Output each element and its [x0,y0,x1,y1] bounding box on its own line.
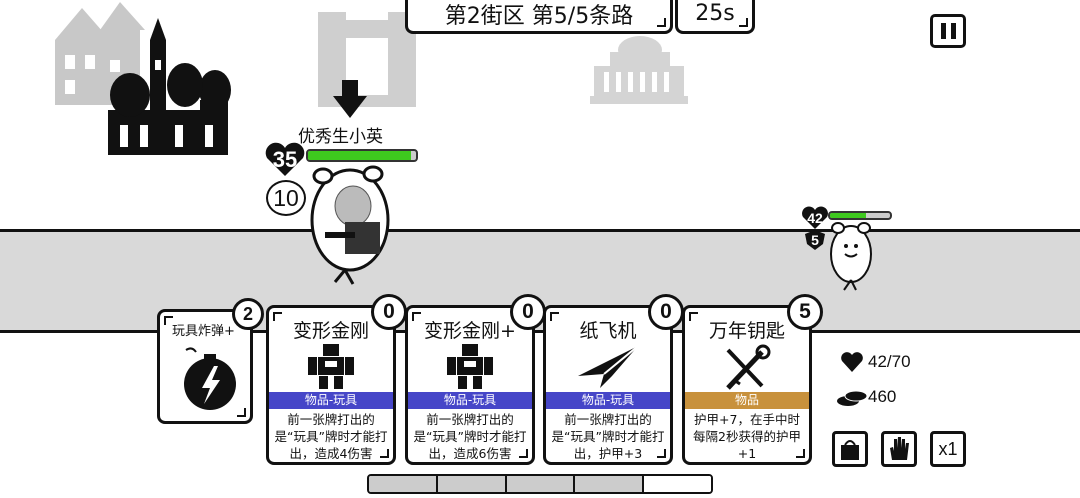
card-title: 万年钥匙 [708,320,785,342]
card-description: 前一张牌打出的是“玩具”牌时才能打出，造成4伤害 [274,412,388,461]
card-cost: 0 [510,294,546,330]
card-title: 纸飞机 [579,320,637,342]
energy-bar [367,474,713,494]
card-cost: 0 [648,294,684,330]
enemy-hp-value: 35 [272,147,298,172]
card-description: 护甲+7，在手中时每隔2秒获得的护甲+1 [693,412,801,461]
card-description: 前一张牌打出的是“玩具”牌时才能打出，护甲+3 [551,412,665,461]
energy-segment [437,476,507,492]
timer-label: 25s [695,1,735,26]
enemy2-character[interactable] [824,218,878,292]
enemy-hp-bar [306,149,418,162]
hand-button[interactable] [881,431,917,467]
pause-icon [941,23,946,39]
draw-pile-count: 2 [232,298,264,330]
stage-label: 第2街区 第5/5条路 [444,3,634,29]
enemy-character-student[interactable] [305,162,395,287]
shield-icon [805,230,825,250]
bag-button[interactable] [832,431,868,467]
player-coins: 460 [836,386,896,408]
card-type: 物品-玩具 [269,392,393,409]
enemy-armor-badge: 10 [266,180,306,216]
card-type: 物品-玩具 [408,392,532,409]
bomb-icon [184,347,236,410]
speed-button[interactable]: x1 [930,431,966,467]
hand-card[interactable]: 变形金刚+0 物品-玩具前一张牌打出的是“玩具”牌时才能打出，造成6伤害 [405,294,546,465]
card-description: 前一张牌打出的是“玩具”牌时才能打出，造成6伤害 [413,412,527,461]
robot-icon [445,344,495,394]
key-icon [722,344,772,394]
player-hp: 42/70 [840,351,911,373]
timer-banner: 25s [675,0,755,34]
enemy2-armor-value: 5 [811,232,819,248]
enemy2-hp-fill [830,213,866,218]
heart-icon [802,206,828,229]
robot-icon [306,344,356,394]
draw-pile-name: 玩具炸弹+ [172,324,235,339]
draw-pile[interactable]: 玩具炸弹+ 2 [157,298,264,424]
enemy2-hp-bar [828,211,892,220]
speed-label: x1 [938,438,958,459]
enemy2-hp-badge: 42 [801,206,829,230]
hand-card[interactable]: 纸飞机 0 物品-玩具前一张牌打出的是“玩具”牌时才能打出，护甲+3 [543,294,684,465]
enemy-armor-value: 10 [273,184,299,211]
bag-icon [841,440,859,460]
pause-button[interactable] [930,14,966,48]
heart-icon [841,352,863,372]
paper-plane-icon [576,344,640,394]
coins-icon [837,390,868,406]
enemy-hp-badge: 35 [264,142,306,178]
card-type: 物品 [685,392,809,409]
energy-segment [369,476,438,492]
energy-segment [644,476,711,492]
player-coins-value: 460 [868,387,897,406]
stage-banner: 第2街区 第5/5条路 [405,0,673,34]
energy-segment [506,476,576,492]
card-title: 变形金刚+ [424,320,516,342]
card-title: 变形金刚 [292,320,369,342]
enemy-name: 优秀生小英 [298,127,383,147]
enemy-hp-fill [308,151,411,160]
card-type: 物品-玩具 [546,392,670,409]
player-hp-value: 42/70 [868,352,911,371]
background-cityscape [55,2,688,155]
heart-icon [265,142,305,176]
enemy2-hp-value: 42 [807,210,823,226]
enemy2-armor-badge: 5 [803,228,827,252]
energy-segment [575,476,645,492]
hand-icon [890,437,909,460]
card-cost: 0 [371,294,407,330]
card-cost: 5 [787,294,823,330]
target-arrow-icon [333,80,367,118]
